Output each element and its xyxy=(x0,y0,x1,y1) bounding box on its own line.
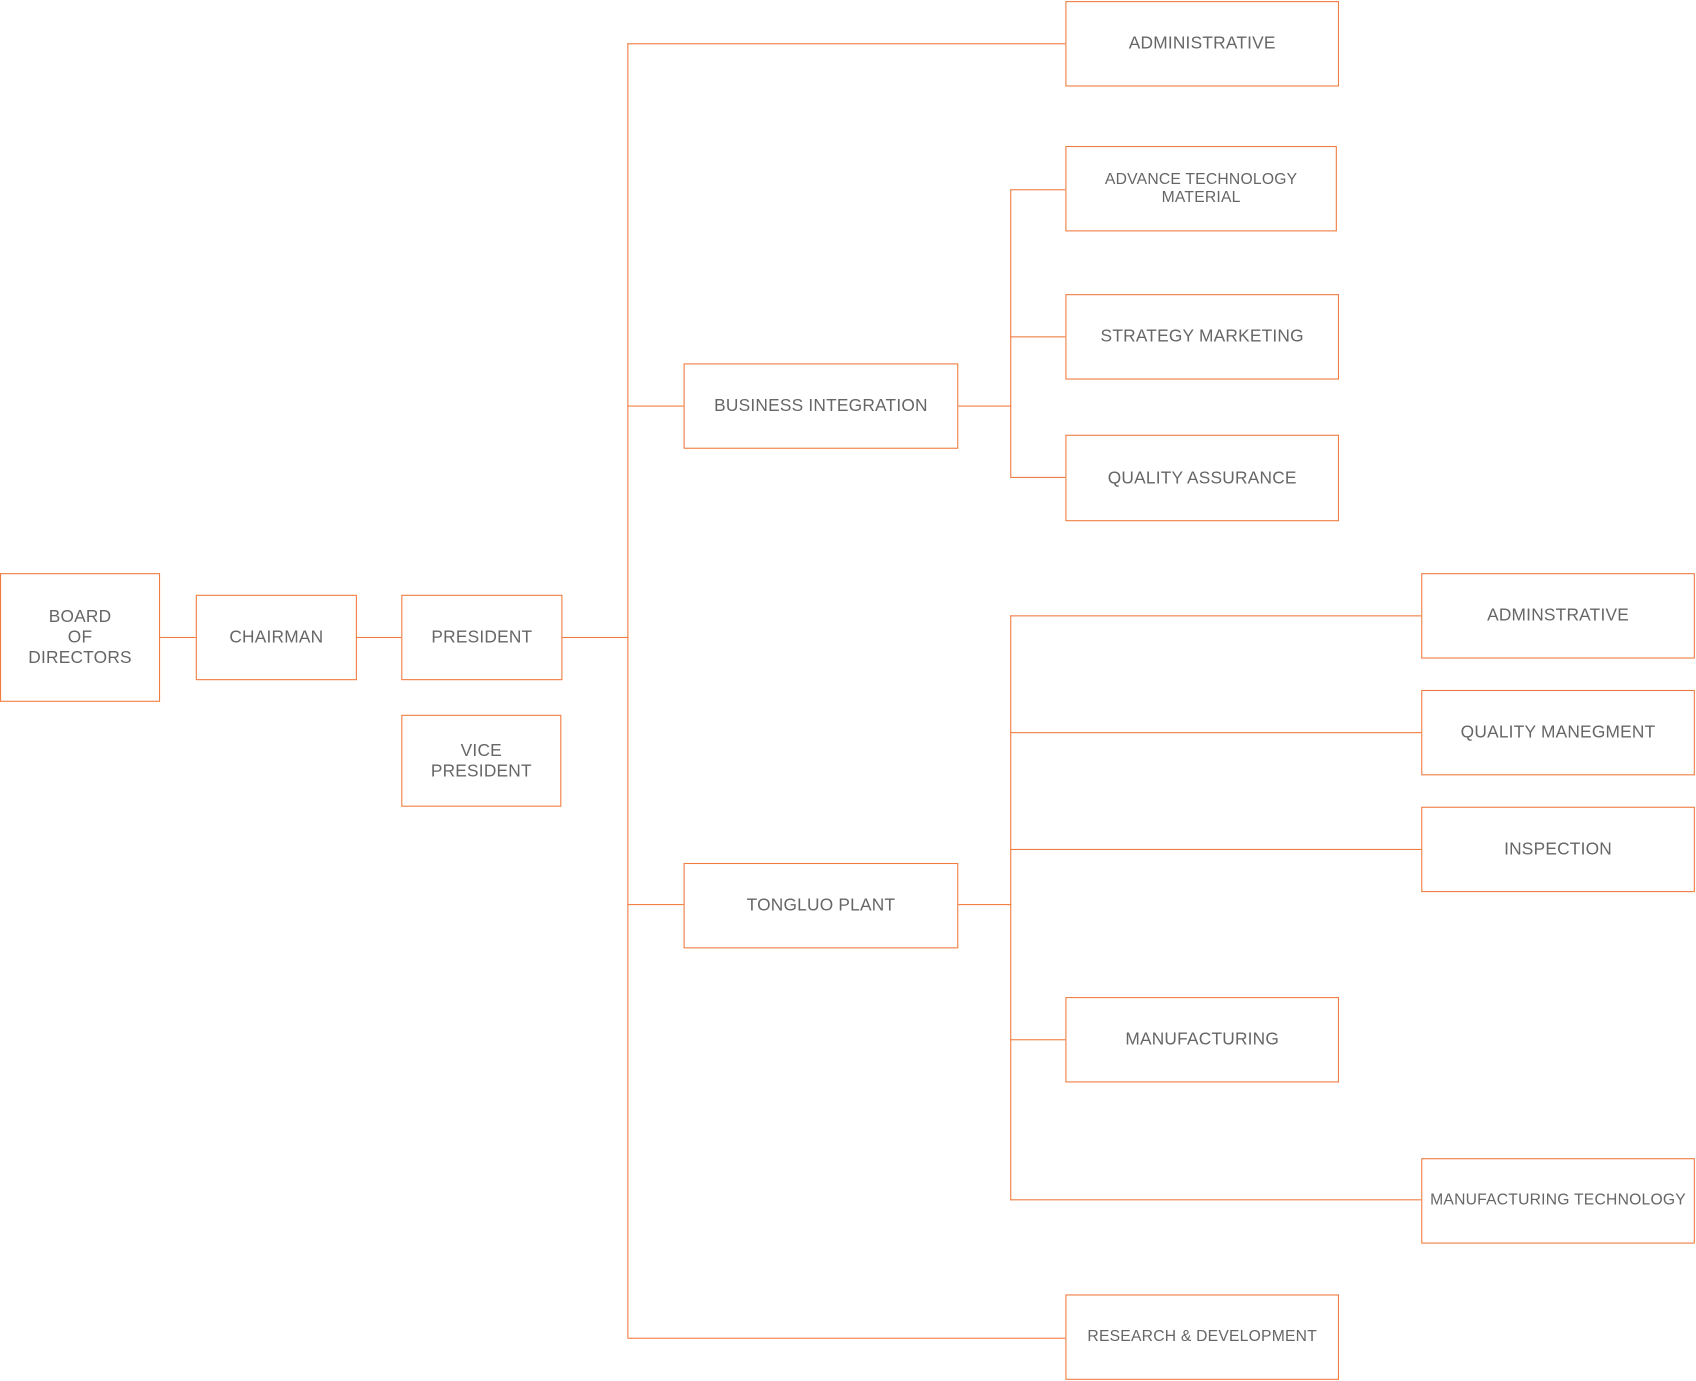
node-strategy-marketing: STRATEGY MARKETING xyxy=(1065,294,1340,380)
node-chairman: CHAIRMAN xyxy=(195,594,357,681)
connector xyxy=(627,43,629,1338)
connector xyxy=(1010,476,1066,479)
node-vice-president: VICE PRESIDENT xyxy=(401,714,562,807)
connector xyxy=(957,904,1012,906)
connector xyxy=(1010,615,1422,617)
connector xyxy=(1010,1199,1422,1201)
connector xyxy=(1010,848,1422,851)
node-research-development: RESEARCH & DEVELOPMENT xyxy=(1065,1294,1340,1380)
connector xyxy=(1010,189,1066,191)
connector xyxy=(627,1337,1066,1340)
connector xyxy=(1010,732,1422,734)
node-board-of-directors: BOARD OF DIRECTORS xyxy=(0,573,161,702)
connector xyxy=(627,904,684,906)
node-manufacturing: MANUFACTURING xyxy=(1065,997,1340,1083)
node-advance-technology-material: ADVANCE TECHNOLOGY MATERIAL xyxy=(1065,145,1337,232)
node-quality-manegment: QUALITY MANEGMENT xyxy=(1421,689,1695,776)
connector xyxy=(1010,189,1012,478)
node-administrative: ADMINISTRATIVE xyxy=(1065,1,1340,87)
node-inspection: INSPECTION xyxy=(1421,806,1695,893)
node-tongluo-plant: TONGLUO PLANT xyxy=(683,862,959,949)
connector xyxy=(1010,615,1012,1201)
connector xyxy=(561,636,629,639)
node-quality-assurance: QUALITY ASSURANCE xyxy=(1065,434,1340,522)
connector xyxy=(627,43,1066,45)
node-business-integration: BUSINESS INTEGRATION xyxy=(683,363,959,449)
connector xyxy=(957,405,1012,407)
connector xyxy=(1010,1039,1066,1041)
connector xyxy=(627,405,684,407)
node-president: PRESIDENT xyxy=(401,594,563,681)
connector xyxy=(355,636,402,639)
connector xyxy=(158,636,196,639)
node-adminstrative: ADMINSTRATIVE xyxy=(1421,573,1695,659)
node-manufacturing-technology: MANUFACTURING TECHNOLOGY xyxy=(1421,1158,1695,1244)
connector xyxy=(1010,336,1066,338)
